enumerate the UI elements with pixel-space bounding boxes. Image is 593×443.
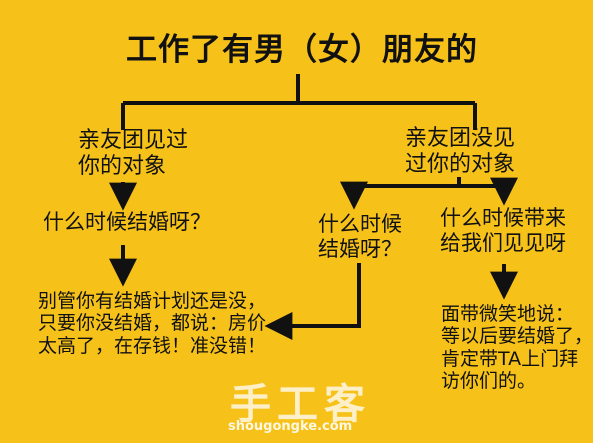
connector-mid-to-left-answer — [264, 263, 361, 340]
node-line: 亲友团没见 — [405, 126, 516, 151]
watermark-url: shougongke.com — [228, 419, 353, 434]
node-friends-not-met-partner: 亲友团没见 过你的对象 — [405, 126, 515, 178]
node-line: 过你的对象 — [405, 151, 516, 177]
watermark-text: 手工客 — [230, 380, 371, 428]
answer-line: 别管你有结婚计划还是没， — [38, 290, 267, 312]
node-when-marry-left: 什么时候结婚呀？ — [43, 210, 211, 235]
node-line: 给我们见见呀 — [440, 230, 566, 255]
node-line: 什么时候带来 — [440, 206, 566, 230]
node-line: 亲友团见过 — [78, 128, 189, 153]
answer-smile-visit-later: 面带微笑地说： 等以后要结婚了， 肯定带TA上门拜 访你们的。 — [441, 303, 593, 393]
answer-line: 肯定带TA上门拜 — [441, 347, 579, 370]
node-friends-met-partner: 亲友团见过 你的对象 — [78, 128, 188, 180]
node-line: 什么时候 — [318, 212, 402, 236]
answer-line: 太高了，在存钱！准没错！ — [38, 334, 267, 357]
node-line: 结婚呀？ — [318, 236, 402, 261]
node-when-marry-mid: 什么时候 结婚呀？ — [318, 212, 402, 262]
answer-house-price-saving: 别管你有结婚计划还是没， 只要你没结婚，都说：房价 太高了，在存钱！准没错！ — [38, 290, 266, 357]
answer-line: 只要你没结婚，都说：房价 — [38, 312, 267, 335]
diagram-title: 工作了有男（女）朋友的 — [126, 32, 478, 68]
node-when-bring-partner: 什么时候带来 给我们见见呀 — [440, 206, 566, 256]
answer-line: 面带微笑地说： — [441, 303, 575, 325]
node-line: 你的对象 — [78, 153, 167, 179]
answer-line: 等以后要结婚了， — [441, 325, 593, 348]
node-line: 什么时候结婚呀？ — [43, 210, 211, 234]
answer-line: 访你们的。 — [441, 370, 537, 393]
